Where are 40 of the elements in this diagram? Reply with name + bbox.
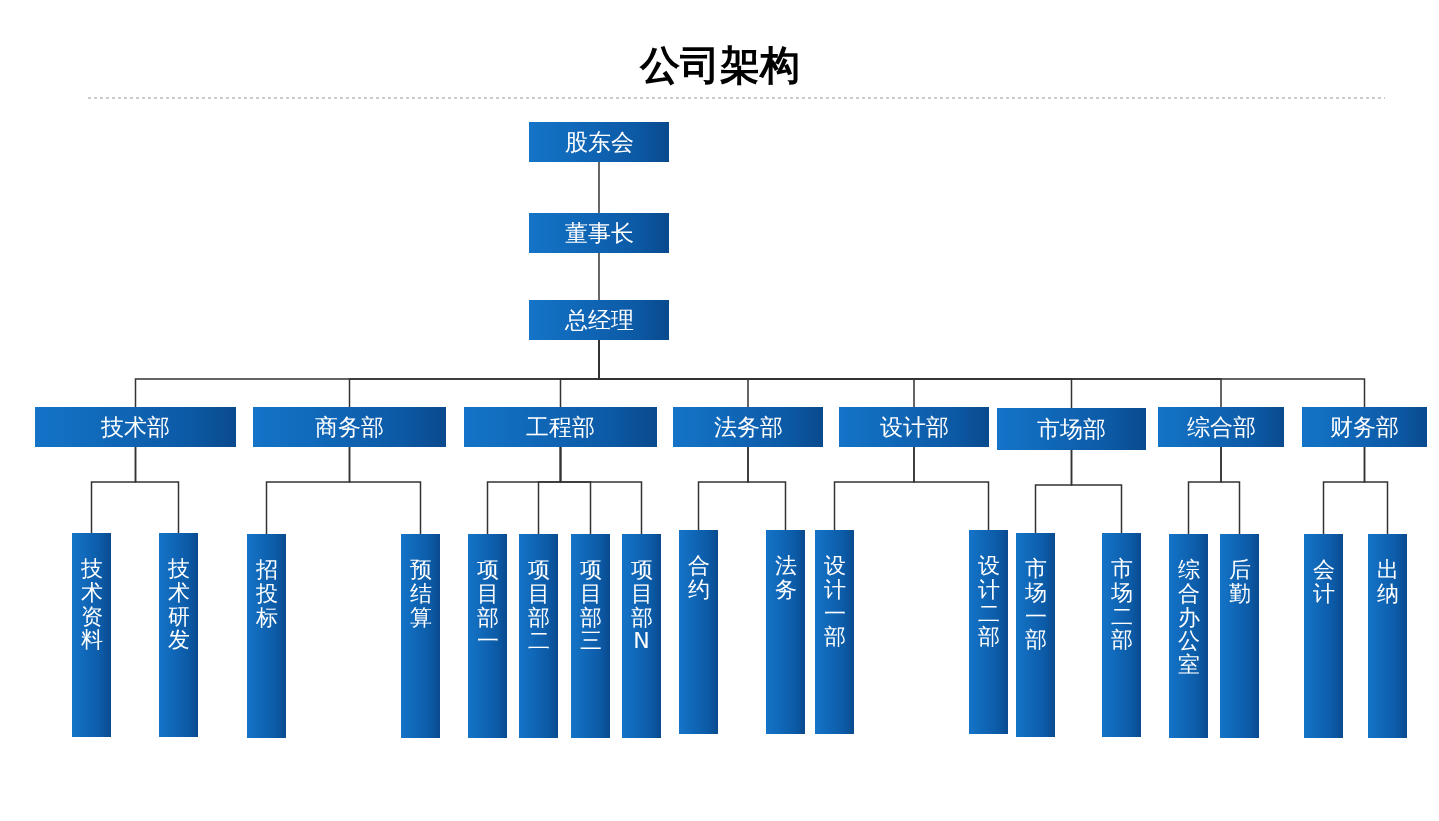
connector-line bbox=[598, 252, 600, 301]
connector-line bbox=[747, 446, 787, 531]
unit-box: 出纳 bbox=[1368, 534, 1407, 738]
unit-box: 法务 bbox=[766, 530, 805, 734]
unit-box: 项目部三 bbox=[571, 534, 610, 738]
unit-box: 市场二部 bbox=[1102, 533, 1141, 737]
unit-box: 后勤 bbox=[1220, 534, 1259, 738]
connector-line bbox=[1070, 449, 1123, 534]
department-box: 董事长 bbox=[529, 213, 669, 253]
department-box: 商务部 bbox=[253, 407, 446, 447]
connector-line bbox=[1363, 446, 1389, 535]
unit-box: 招投标 bbox=[247, 534, 286, 738]
department-box: 财务部 bbox=[1302, 407, 1427, 447]
unit-box: 合约 bbox=[679, 530, 718, 734]
department-box: 市场部 bbox=[997, 408, 1146, 450]
unit-box: 综合办公室 bbox=[1169, 534, 1208, 738]
connector-line bbox=[348, 446, 422, 535]
unit-box: 技术资料 bbox=[72, 533, 111, 737]
connector-line bbox=[1220, 446, 1241, 535]
department-box: 技术部 bbox=[35, 407, 236, 447]
connector-line bbox=[134, 446, 180, 534]
department-box: 综合部 bbox=[1158, 407, 1284, 447]
connector-line bbox=[598, 161, 600, 214]
unit-box: 市场一部 bbox=[1016, 533, 1055, 737]
department-box: 总经理 bbox=[529, 300, 669, 340]
department-box: 工程部 bbox=[464, 407, 657, 447]
unit-box: 技术研发 bbox=[159, 533, 198, 737]
unit-box: 设计二部 bbox=[969, 530, 1008, 734]
connector-line bbox=[559, 446, 643, 535]
title: 公司架构 bbox=[638, 41, 801, 90]
unit-box: 项目部N bbox=[622, 534, 661, 738]
unit-box: 项目部一 bbox=[468, 534, 507, 738]
unit-box: 会计 bbox=[1304, 534, 1343, 738]
connector-line bbox=[913, 446, 990, 531]
unit-box: 项目部二 bbox=[519, 534, 558, 738]
unit-box: 预结算 bbox=[401, 534, 440, 738]
department-box: 设计部 bbox=[839, 407, 989, 447]
department-box: 法务部 bbox=[673, 407, 823, 447]
department-box: 股东会 bbox=[529, 122, 669, 162]
unit-box: 设计一部 bbox=[815, 530, 854, 734]
